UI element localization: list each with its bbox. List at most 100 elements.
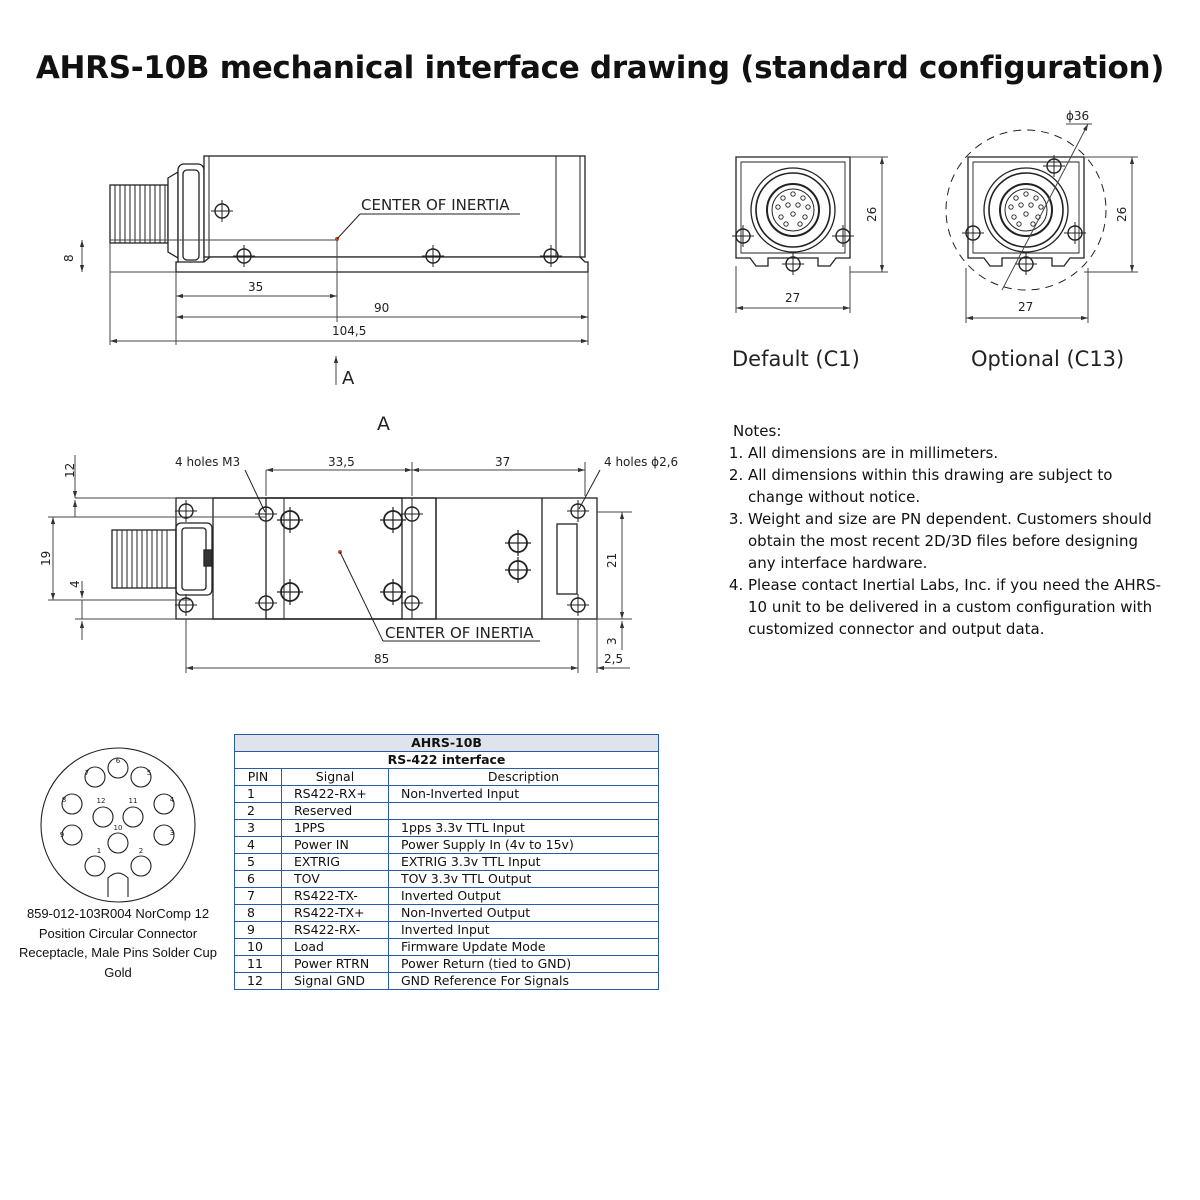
- center-of-inertia-label-top: CENTER OF INERTIA: [385, 624, 534, 642]
- dim-12: 12: [63, 463, 77, 478]
- top-view-labels: 4 holes M3 4 holes ϕ2,6 33,5 37 12 19 4 …: [39, 455, 678, 666]
- dim-8: 8: [62, 254, 76, 262]
- connector-pin: [153, 824, 175, 846]
- note-item: Weight and size are PN dependent. Custom…: [748, 508, 1163, 574]
- description-cell: GND Reference For Signals: [388, 972, 659, 990]
- note-item: All dimensions are in millimeters.: [748, 442, 1163, 464]
- holes-2-6-label: 4 holes ϕ2,6: [604, 455, 678, 469]
- dim-33-5: 33,5: [328, 455, 355, 469]
- col-header-signal: Signal: [281, 768, 389, 786]
- pin-cell: 5: [234, 853, 282, 871]
- connector-pin-number: 4: [170, 796, 175, 804]
- description-cell: Power Supply In (4v to 15v): [388, 836, 659, 854]
- dim-21: 21: [605, 553, 619, 568]
- end-view-optional-labels: ϕ36 27 26 Optional (C13): [971, 109, 1129, 371]
- notes-heading: Notes:: [733, 422, 782, 440]
- dim-26-default: 26: [865, 207, 879, 222]
- signal-cell: RS422-RX-: [281, 921, 389, 939]
- optional-c13-label: Optional (C13): [971, 347, 1124, 371]
- pin-cell: 1: [234, 785, 282, 803]
- signal-cell: Power IN: [281, 836, 389, 854]
- pin-cell: 10: [234, 938, 282, 956]
- connector-top: [111, 522, 213, 596]
- signal-cell: 1PPS: [281, 819, 389, 837]
- connector-pin: [107, 832, 129, 854]
- signal-cell: Load: [281, 938, 389, 956]
- connector-pin-number: 9: [60, 831, 64, 839]
- end-view-default: [731, 156, 888, 313]
- dim-27-default: 27: [785, 291, 800, 305]
- connector-pin: [130, 855, 152, 877]
- dim-35: 35: [248, 280, 263, 294]
- end-view-optional: [945, 123, 1138, 323]
- dim-19: 19: [39, 551, 53, 566]
- connector-pin: [84, 855, 106, 877]
- connector-side: [109, 163, 205, 267]
- signal-cell: EXTRIG: [281, 853, 389, 871]
- description-cell: EXTRIG 3.3v TTL Input: [388, 853, 659, 871]
- view-marker-a: A: [342, 368, 355, 389]
- dim-104-5: 104,5: [332, 324, 366, 338]
- connector-pin: [61, 793, 83, 815]
- connector-pin: [84, 766, 106, 788]
- connector-pin-number: 8: [62, 796, 66, 804]
- pin-table: AHRS-10B RS-422 interface PIN Signal Des…: [234, 734, 659, 990]
- note-item: Please contact Inertial Labs, Inc. if yo…: [748, 574, 1163, 640]
- side-view: [79, 155, 589, 385]
- pin-cell: 8: [234, 904, 282, 922]
- pin-table-title: AHRS-10B: [234, 734, 659, 752]
- description-cell: Non-Inverted Output: [388, 904, 659, 922]
- connector-pin: [130, 766, 152, 788]
- center-of-inertia-label: CENTER OF INERTIA: [361, 196, 510, 214]
- pin-cell: 7: [234, 887, 282, 905]
- connector-pin: [107, 757, 129, 779]
- signal-cell: Signal GND: [281, 972, 389, 990]
- connector-pin-number: 1: [97, 847, 101, 855]
- description-cell: Power Return (tied to GND): [388, 955, 659, 973]
- note-item: All dimensions within this drawing are s…: [748, 464, 1163, 508]
- signal-cell: RS422-TX+: [281, 904, 389, 922]
- connector-caption: 859-012-103R004 NorComp 12 Position Circ…: [19, 906, 217, 980]
- signal-cell: Reserved: [281, 802, 389, 820]
- signal-cell: Power RTRN: [281, 955, 389, 973]
- description-cell: 1pps 3.3v TTL Input: [388, 819, 659, 837]
- top-view: [48, 455, 632, 673]
- pin-cell: 9: [234, 921, 282, 939]
- dim-4: 4: [68, 580, 82, 588]
- col-header-pin: PIN: [234, 768, 282, 786]
- notes: Notes: All dimensions are in millimeters…: [733, 420, 1163, 640]
- dim-2-5: 2,5: [604, 652, 623, 666]
- signal-cell: RS422-RX+: [281, 785, 389, 803]
- side-view-labels: CENTER OF INERTIA 8 35 90 104,5 A: [62, 196, 510, 389]
- connector-pin-number: 7: [85, 769, 89, 777]
- dim-37: 37: [495, 455, 510, 469]
- top-view-label: A: [377, 413, 390, 435]
- connector-pin-number: 10: [114, 824, 123, 832]
- dim-36-diameter: ϕ36: [1066, 109, 1089, 123]
- dim-27-optional: 27: [1018, 300, 1033, 314]
- connector-pin: [61, 824, 83, 846]
- dim-90: 90: [374, 301, 389, 315]
- end-view-default-labels: 27 26 Default (C1): [732, 207, 879, 371]
- description-cell: Non-Inverted Input: [388, 785, 659, 803]
- dim-3: 3: [605, 637, 619, 645]
- connector-pin-number: 11: [129, 797, 138, 805]
- connector-pin: [153, 793, 175, 815]
- description-cell: [388, 802, 659, 820]
- connector-pin-number: 12: [97, 797, 106, 805]
- pin-cell: 2: [234, 802, 282, 820]
- pin-table-subtitle: RS-422 interface: [234, 751, 659, 769]
